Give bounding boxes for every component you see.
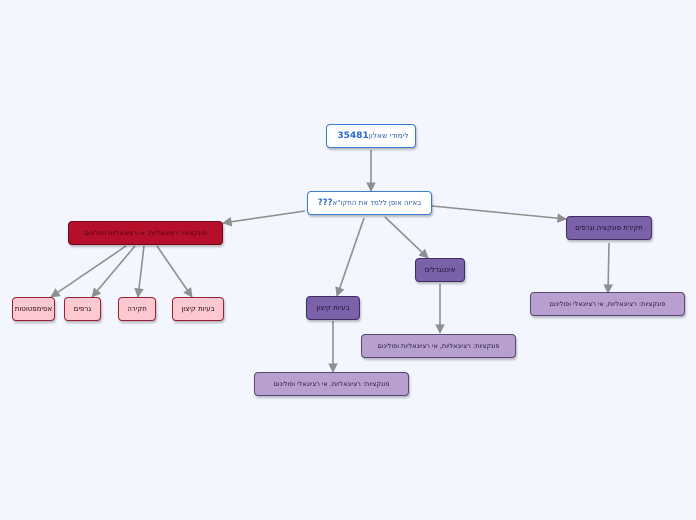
question-node-marks: ??? [317,197,333,208]
link-functions-graphs [91,245,136,298]
root-node-code: 35481 [337,130,369,141]
extremum-detail-node-label: פונקציות: רציונאליות, אי רציונאלי ופולינ… [273,379,390,388]
derivative-investigation-node-label: חקירת פונקציה וגרפים [575,223,643,232]
derivative-investigation-node[interactable]: חקירת פונקציה וגרפים [566,216,652,240]
question-node[interactable]: באיזה אופן ללמד את החקו"א ??? [307,191,432,215]
link-question-derivative [431,205,567,223]
integrals-node[interactable]: אינטגרלים [415,258,465,282]
link-functions-asymptote [50,245,127,298]
link-functions-extremum-sub [156,245,193,298]
investigation-node-label: חקירה [127,304,147,313]
graphs-node[interactable]: גרפים [64,297,101,321]
extremum-problems-node-label: בעיות קיצון [316,303,350,312]
derivative-detail-node-label: פונקציות: רציונאליות, אי רציונאלי ופולינ… [549,299,666,308]
extremum-detail-node[interactable]: פונקציות: רציונאליות, אי רציונאלי ופולינ… [254,372,409,396]
integrals-detail-node[interactable]: פונקציות: רציונאליות, אי רציונאליות ופול… [361,334,516,358]
asymptote-node-label: אסימפטוטות [14,304,53,313]
link-question-integrals [384,216,429,259]
root-node[interactable]: לימודי שאלון 35481 [326,124,416,148]
graphs-node-label: גרפים [73,304,92,313]
extremum-problems-node[interactable]: בעיות קיצון [306,296,360,320]
integrals-node-label: אינטגרלים [424,265,456,274]
derivative-detail-node[interactable]: פונקציות: רציונאליות, אי רציונאלי ופולינ… [530,292,685,316]
extremum-sub-node[interactable]: בעיות קיצון [172,297,224,321]
question-node-text: באיזה אופן ללמד את החקו"א [332,198,422,207]
link-derivative-detail [603,242,613,294]
asymptote-node[interactable]: אסימפטוטות [12,297,55,321]
functions-main-node[interactable]: פונקציות: רציונאליות, אי רציונאליות ופול… [68,221,223,245]
link-question-functions [222,210,306,227]
extremum-sub-node-label: בעיות קיצון [181,304,215,313]
root-node-title: לימודי שאלון [368,131,409,141]
integrals-detail-node-label: פונקציות: רציונאליות, אי רציונאליות ופול… [377,341,500,350]
link-functions-investigation [134,245,145,298]
link-question-extremum [335,217,365,297]
functions-main-node-label: פונקציות: רציונאליות, אי רציונאליות ופול… [84,228,207,237]
investigation-node[interactable]: חקירה [118,297,156,321]
